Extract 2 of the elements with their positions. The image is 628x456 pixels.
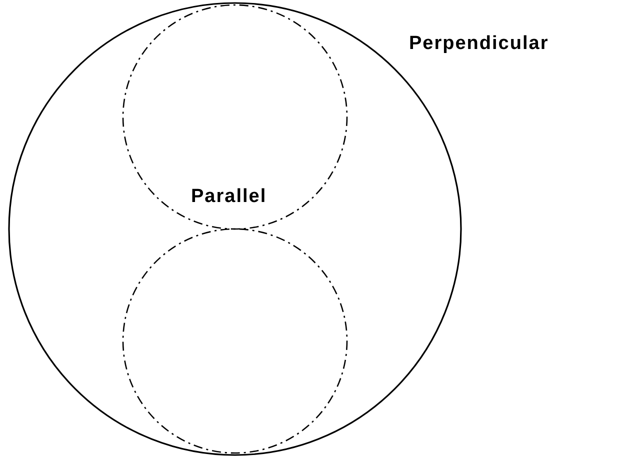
region-label: Perpendicular bbox=[409, 33, 549, 55]
region-label: Parallel bbox=[191, 186, 267, 208]
